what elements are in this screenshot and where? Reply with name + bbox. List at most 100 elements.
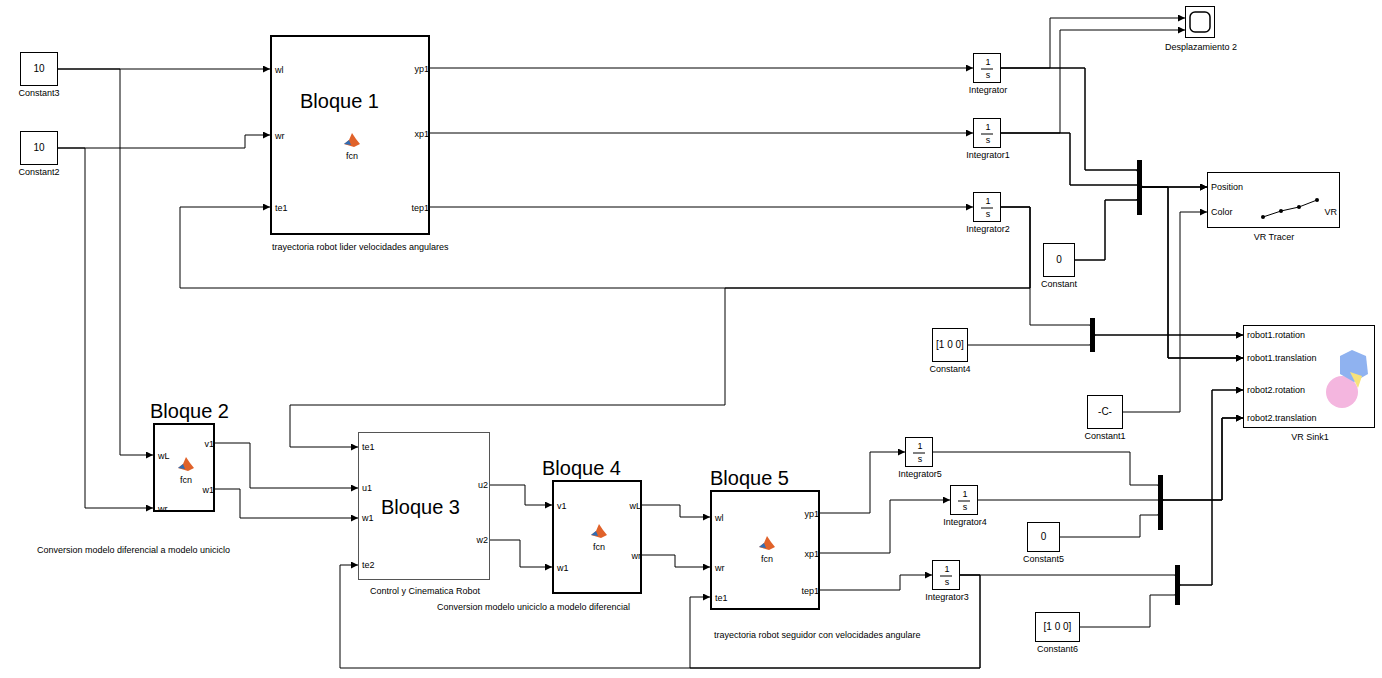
port-label: tep1 [801,586,819,597]
block-name: Constant3 [18,88,59,99]
port-label: v1 [557,501,567,512]
block-callout: Bloque 2 [150,399,229,423]
signal-line [978,418,1243,500]
fraction-bar [940,576,952,577]
transfer-den: s [986,209,991,220]
constant-block: -C-Constant1 [1087,395,1123,429]
tracer-dot [1315,198,1319,202]
block-name: Integrator5 [898,469,942,480]
fraction-bar [913,453,925,454]
block-name: Integrator3 [925,592,969,603]
constant-value: [1 0 0] [1044,621,1072,633]
matlab-function-block: Bloque 4v1w1wLwrfcnConversion modelo uni… [552,480,642,594]
block-name: Control y Cinematica Robot [370,586,480,597]
constant-value: -C- [1098,406,1112,418]
port-label: yp1 [414,64,429,75]
signal-line [430,207,973,208]
vr-cone [1350,372,1362,388]
port-label: wl [275,65,284,76]
signal-line [1001,68,1207,187]
block-callout: Bloque 1 [300,89,379,113]
transfer-den: s [986,135,991,146]
port-label: robot1.translation [1247,353,1317,364]
block-name: trayectoria robot lider velocidades angu… [272,242,449,253]
block-icon [272,37,432,237]
matlab-function-block: Bloque 2wLwrv1w1fcnConversion modelo dif… [153,423,215,512]
signal-line [820,452,905,513]
fcn-label: fcn [346,151,358,162]
block-name: Constant2 [18,167,59,178]
signal-line [642,505,710,517]
integrator-block: 1sIntegrator2 [973,192,1001,222]
signal-line [490,485,552,505]
constant-block: 0Constant5 [1027,522,1060,552]
vr-sink-block: robot1.rotation robot1.translation robot2.… [1243,325,1375,428]
block-name: VR Tracer [1254,232,1295,243]
matlab-logo [178,457,194,471]
block-name: Integrator4 [943,517,987,528]
signal-line [58,135,270,148]
vr-tracer-block: PositionColorVRVR Tracer [1207,172,1340,228]
signal-line [933,418,1243,500]
block-name: Constant1 [1084,431,1125,442]
constant-value: [1 0 0] [936,339,964,351]
signal-line [820,575,932,590]
integrator-block: 1sIntegrator [973,53,1001,83]
tracer-dot [1261,215,1265,219]
logo-membrane [178,457,194,471]
transfer-num: 1 [985,57,990,68]
matlab-logo [344,133,360,147]
port-label: te1 [362,442,375,453]
signal-line [215,443,358,488]
constant-value: 10 [33,142,44,154]
mux-bar [1158,475,1163,530]
port-label: robot2.rotation [1247,385,1305,396]
port-label: te1 [715,593,728,604]
port-label: wr [715,563,725,574]
signal-line [1001,18,1185,68]
block-callout: Bloque 4 [542,456,621,480]
constant-block: 10Constant3 [20,52,58,86]
port-label: wr [632,551,642,562]
port-label: robot1.rotation [1247,330,1305,341]
port-label: tep1 [411,203,429,214]
port-label: wL [629,501,641,512]
port-label: w1 [557,563,569,574]
transfer-num: 1 [985,196,990,207]
icon-label: VR [1324,207,1337,218]
fcn-label: fcn [761,554,773,565]
port-label: te2 [362,560,375,571]
constant-value: 0 [1041,531,1047,543]
transfer-den: s [963,502,968,513]
port-label: w1 [202,485,214,496]
tracer-dot [1297,205,1301,209]
mux-bar [1175,565,1180,605]
block-name: Constant [1041,279,1077,290]
block-name: Constant5 [1023,554,1064,565]
matlab-function-block: Bloque 5wlwrte1yp1xp1tep1fcntrayectoria … [710,490,820,610]
signal-line [960,390,1243,585]
constant-block: 10Constant2 [20,131,58,165]
fraction-bar [981,208,993,209]
transfer-den: s [918,454,923,465]
transfer-num: 1 [985,122,990,133]
transfer-den: s [945,577,950,588]
signal-line [1001,133,1207,187]
signal-line [58,69,153,455]
transfer-num: 1 [944,564,949,575]
signal-line [820,500,950,553]
constant-block: 0Constant [1043,243,1075,277]
block-name: Conversion modelo uniciclo a modelo dife… [437,602,630,613]
constant-value: 10 [33,63,44,75]
port-label: Color [1211,207,1233,218]
signal-line [1123,212,1207,412]
matlab-logo [759,536,775,550]
fraction-bar [981,134,993,135]
signal-line [642,555,710,567]
block-name: Desplazamiento 2 [1165,42,1237,53]
port-label: robot2.translation [1247,413,1317,424]
block-callout: Bloque 5 [710,466,789,490]
